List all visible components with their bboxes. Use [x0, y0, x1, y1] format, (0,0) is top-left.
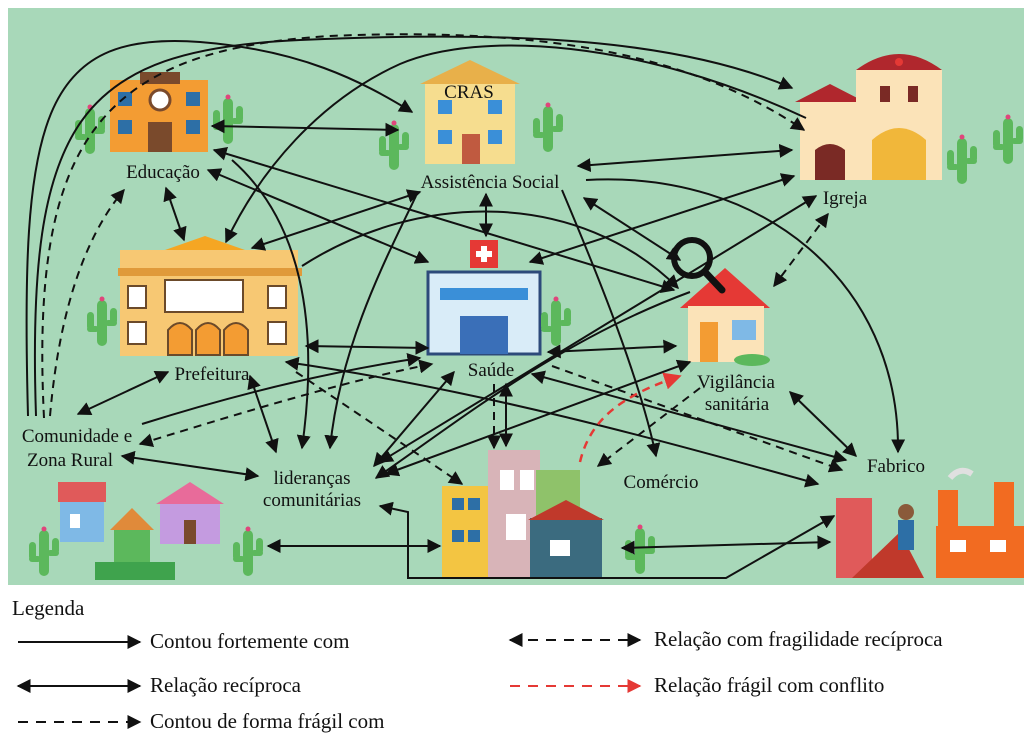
edge-prefeitura-bairros: [295, 371, 464, 485]
edge-comunidade-saude-fragile: [138, 359, 434, 447]
node-liderancas-line1: lideranças: [273, 468, 350, 489]
school-icon: [110, 72, 208, 152]
node-saude: Saúde: [468, 360, 514, 381]
legend-label-strong: Contou fortemente com: [150, 629, 350, 653]
edge-vigilancia-bairros: [596, 387, 701, 467]
edge-saude-fabrico-fragile: [551, 365, 844, 473]
church-icon: [795, 54, 942, 180]
edge-educacao-prefeitura: [163, 186, 187, 242]
node-comercio: Comércio: [624, 472, 699, 493]
node-educacao: Educação: [126, 162, 200, 183]
weaver-icon: [836, 498, 924, 578]
edge-liderancas-fabrico: [378, 501, 836, 579]
legend-label-fragile: Contou de forma frágil com: [150, 709, 385, 733]
node-assistencia-social: Assistência Social: [421, 172, 560, 193]
fragile-edges: [41, 33, 844, 485]
node-fabrico: Fabrico: [867, 456, 925, 477]
node-comunidade-line2: Zona Rural: [27, 450, 113, 471]
legend-samples: [16, 633, 642, 729]
edge-prefeitura-vigilancia: [301, 210, 679, 289]
node-igreja: Igreja: [823, 188, 868, 209]
legend-label-fragile-reciprocal: Relação com fragilidade recíproca: [654, 627, 943, 651]
edge-comunidade-liderancas: [120, 450, 260, 482]
legend-label-reciprocal: Relação recíproca: [150, 673, 301, 697]
node-vigilancia-line1: Vigilância: [697, 372, 776, 393]
node-vigilancia-line2: sanitária: [705, 394, 770, 415]
factory-icon: [936, 467, 1024, 578]
node-comunidade-line1: Comunidade e: [22, 426, 132, 447]
legend-label-conflict: Relação frágil com conflito: [654, 673, 885, 697]
legend-title: Legenda: [12, 596, 85, 620]
edge-bairros-fabrico: [620, 535, 832, 555]
node-prefeitura: Prefeitura: [175, 364, 250, 385]
edge-saude-liderancas-curve: [374, 291, 691, 479]
node-cras: CRAS: [444, 82, 494, 103]
edge-comunidade-assistencia: [25, 40, 414, 417]
edge-igreja-vigilancia: [773, 212, 829, 288]
village-houses-icon: [58, 482, 224, 580]
edge-comunidade-educacao: [49, 188, 125, 417]
edge-bairros-vigilancia-conflict: [578, 372, 682, 463]
edge-educacao-cras: [210, 119, 400, 137]
node-liderancas-line2: comunitárias: [263, 490, 361, 511]
edge-comunidade-igreja: [33, 35, 794, 417]
city-hall-icon: [118, 236, 302, 356]
